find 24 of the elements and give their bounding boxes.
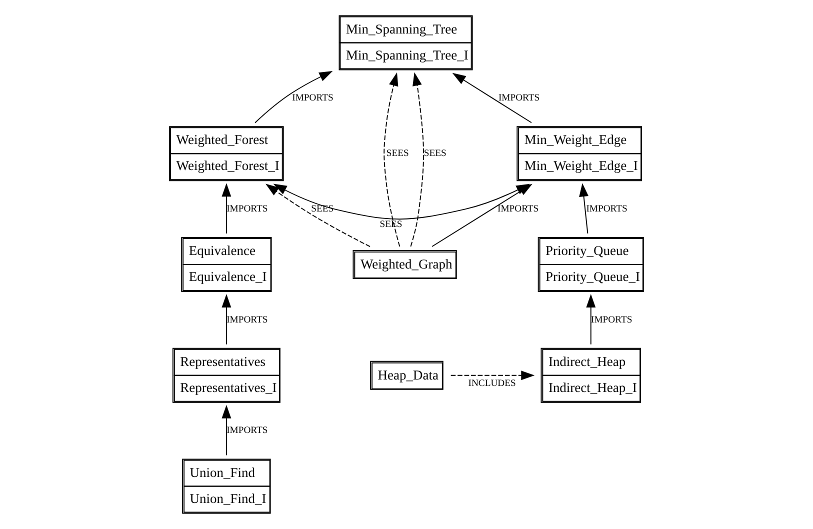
edge-label: INCLUDES <box>468 378 516 389</box>
edge-label: IMPORTS <box>226 425 268 436</box>
edge-label: IMPORTS <box>498 203 539 214</box>
edge-label: IMPORTS <box>292 92 334 104</box>
edge-label: SEES <box>311 203 334 214</box>
arrow <box>410 72 424 247</box>
arrow <box>222 404 232 456</box>
edge-label: SEES <box>386 148 409 160</box>
arrow <box>450 370 535 380</box>
arrow <box>586 294 596 345</box>
arrow <box>254 70 333 124</box>
arrow <box>222 294 232 345</box>
arrow <box>222 183 232 234</box>
edge-label: IMPORTS <box>226 314 268 326</box>
arrow <box>384 72 400 247</box>
edge-label: IMPORTS <box>226 203 268 214</box>
edge-label: SEES <box>380 218 402 230</box>
edge-label: IMPORTS <box>591 314 632 326</box>
arrow <box>579 183 588 234</box>
edge-label: IMPORTS <box>498 92 540 104</box>
arrow <box>266 184 370 248</box>
arrow <box>452 72 532 124</box>
edge-label: IMPORTS <box>586 203 628 214</box>
edge-label: SEES <box>424 148 446 160</box>
